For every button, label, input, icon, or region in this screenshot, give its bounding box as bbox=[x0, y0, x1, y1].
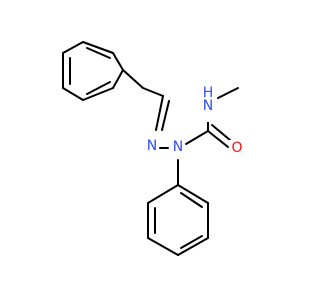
hydrazine-nitrogen-label: N bbox=[173, 139, 183, 155]
ch-to-h-bond bbox=[142, 87, 164, 97]
imine-double-bond-inner bbox=[161, 100, 170, 131]
molecule-structure: N N H N O bbox=[62, 41, 245, 256]
bond bbox=[177, 184, 209, 204]
carbonyl-oxygen: O bbox=[229, 140, 245, 156]
amide-nh: H N bbox=[199, 85, 217, 122]
bond bbox=[112, 69, 124, 89]
bond bbox=[62, 41, 84, 54]
bond bbox=[147, 237, 179, 256]
imine-nitrogen-label: N bbox=[147, 138, 157, 154]
amide-nh-hydrogen-label: H bbox=[203, 85, 214, 101]
nh-to-methyl-bond bbox=[217, 87, 239, 99]
aromatic-inner-bond bbox=[86, 81, 111, 95]
bond bbox=[82, 41, 114, 54]
bond bbox=[147, 184, 179, 204]
carbonyl-double-bond-outer bbox=[207, 130, 229, 148]
imine-nitrogen: N bbox=[145, 138, 159, 154]
imine-double-bond-outer bbox=[155, 95, 164, 131]
bond bbox=[177, 237, 209, 256]
n-phenyl-ring bbox=[147, 184, 209, 256]
amide-nh-nitrogen-label: N bbox=[203, 98, 213, 114]
bond bbox=[82, 87, 114, 101]
ring-to-ch-bond bbox=[122, 69, 144, 89]
carbonyl-oxygen-label: O bbox=[231, 140, 242, 156]
n-to-carbonyl-bond bbox=[185, 130, 209, 145]
bond bbox=[62, 87, 84, 101]
bond bbox=[112, 52, 124, 71]
carbonyl-double-bond-inner bbox=[211, 124, 231, 141]
benzylidene-phenyl-ring bbox=[62, 41, 124, 101]
hydrazine-nitrogen: N bbox=[171, 139, 185, 155]
aromatic-inner-bond bbox=[180, 192, 203, 208]
aromatic-inner-bond bbox=[86, 47, 111, 59]
aromatic-inner-bond bbox=[180, 235, 203, 249]
